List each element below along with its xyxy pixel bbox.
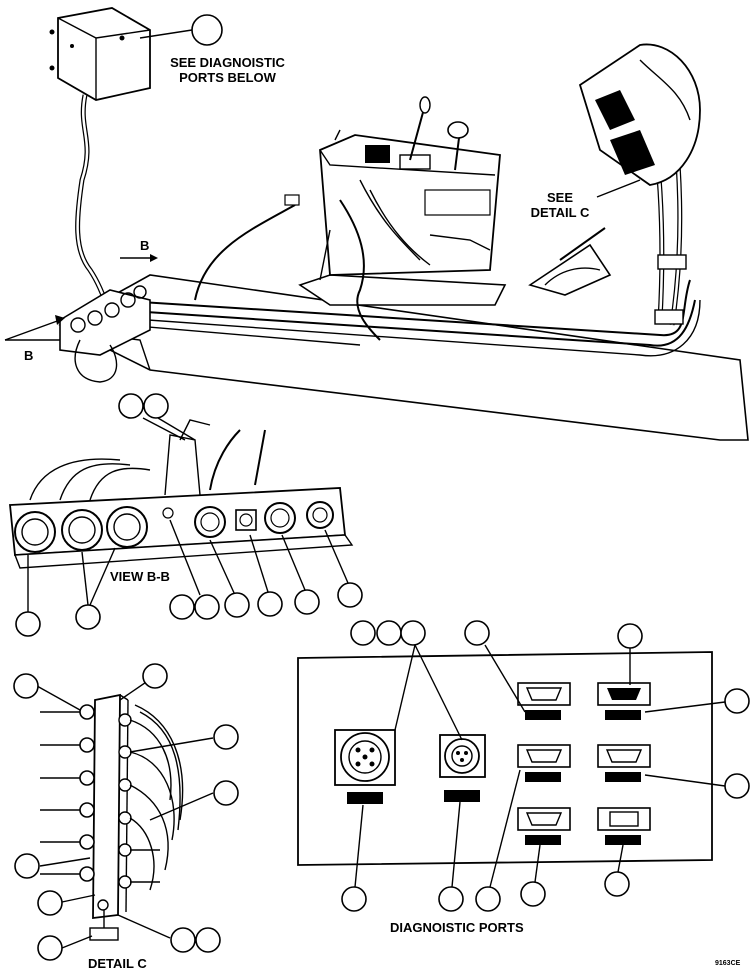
callout-circle [75, 604, 101, 630]
callout-circle [520, 881, 546, 907]
callout-circle [337, 582, 363, 608]
callout-circle [118, 393, 144, 419]
terminals [40, 704, 184, 911]
see-word: SEE [546, 190, 573, 205]
detail-c [13, 663, 239, 961]
callout-circle [15, 611, 41, 637]
control-console [298, 96, 507, 341]
callout-circle [213, 724, 239, 750]
diagnostic-ports-panel [297, 620, 750, 912]
detail-c-title: DETAIL C [88, 956, 147, 971]
callout-circle [350, 620, 376, 646]
callout-circle [724, 688, 750, 714]
callout-circle [376, 620, 402, 646]
callout-circle [604, 871, 630, 897]
control-box [49, 7, 151, 101]
section-b-left: B [24, 348, 34, 363]
pedal [528, 227, 612, 296]
callout-circle [617, 623, 643, 649]
callout-circle [294, 589, 320, 615]
callout-circle [400, 620, 426, 646]
callout-circle [142, 663, 168, 689]
see-diagnostic-line1: SEE DIAGNOISTIC [170, 55, 285, 70]
main-harness-assembly [4, 7, 749, 441]
view-bb [9, 393, 363, 637]
detail-c-ref: DETAIL C [530, 205, 590, 220]
section-b-top: B [140, 238, 150, 253]
callout-circle [464, 620, 490, 646]
figure-number: 9163CE [715, 960, 741, 967]
callout-circle [191, 14, 223, 46]
callout-circle [37, 935, 63, 961]
callout-circle [341, 886, 367, 912]
callout-circle [257, 591, 283, 617]
callout-circle [724, 773, 750, 799]
callout-circle [13, 673, 39, 699]
callout-circle [37, 890, 63, 916]
callout-circle [438, 886, 464, 912]
diagnostic-ports-title: DIAGNOISTIC PORTS [390, 920, 524, 935]
callout-circle [169, 594, 195, 620]
callout-circle [170, 927, 196, 953]
callout-circle [475, 886, 501, 912]
diagnostic-bracket [59, 285, 151, 383]
right-harness [578, 43, 701, 326]
see-diagnostic-label: SEE DIAGNOISTIC PORTS BELOW [160, 55, 295, 85]
callout-circle [224, 592, 250, 618]
view-bb-title: VIEW B-B [110, 569, 170, 584]
callout-circle [14, 853, 40, 879]
callout-circle [195, 927, 221, 953]
see-diagnostic-line2: PORTS BELOW [179, 70, 276, 85]
callout-circle [194, 594, 220, 620]
connectors-bb [14, 501, 334, 553]
callout-circle [213, 780, 239, 806]
callout-circle [143, 393, 169, 419]
see-detail-c-label: SEE DETAIL C [520, 190, 600, 220]
